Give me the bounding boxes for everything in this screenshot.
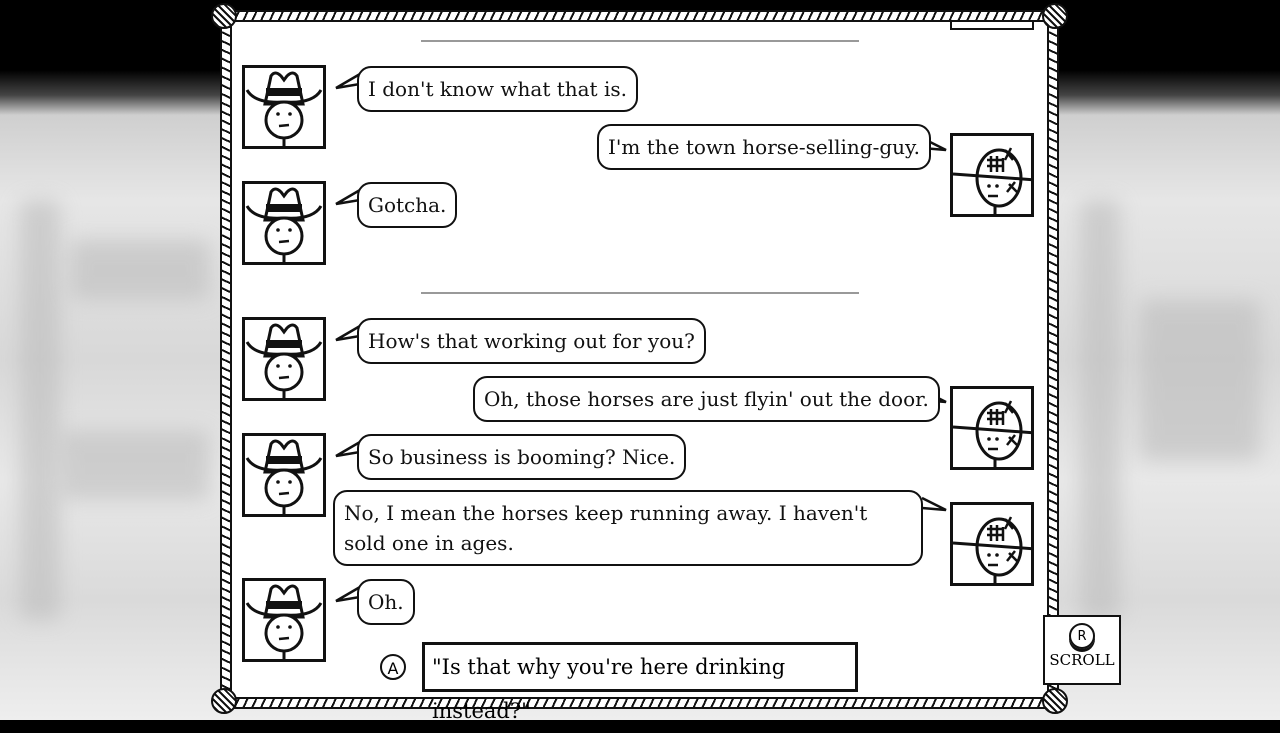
dialogue-bubble: Oh.: [357, 579, 415, 625]
cowboy-avatar-icon: [245, 439, 323, 514]
speech-bubble-tail: [335, 324, 360, 342]
rope-border-right: [1047, 12, 1059, 702]
cowboy-avatar-icon: [245, 187, 323, 262]
dialogue-bubble: I'm the town horse-selling-guy.: [597, 124, 932, 170]
conversation-divider: [421, 292, 859, 294]
cowboy-avatar-icon: [245, 584, 323, 659]
background-scenery: [70, 240, 210, 300]
player-avatar: [242, 317, 326, 401]
rope-knot-icon: [211, 688, 237, 714]
player-avatar: [242, 578, 326, 662]
rope-knot-icon: [1042, 688, 1068, 714]
r-button-icon[interactable]: R: [1069, 623, 1095, 649]
rope-border-top: [222, 10, 1056, 22]
background-scenery: [1080, 200, 1120, 620]
dialogue-bubble: I don't know what that is.: [357, 66, 638, 112]
rope-knot-icon: [1042, 3, 1068, 29]
rope-border-bottom: [222, 697, 1056, 709]
background-scenery: [60, 430, 210, 500]
speech-bubble-tail: [922, 496, 947, 512]
dialogue-bubble: Oh, those horses are just flyin' out the…: [473, 376, 940, 422]
background-scenery: [1140, 300, 1260, 460]
speech-bubble-tail: [335, 72, 360, 90]
dialogue-bubble: No, I mean the horses keep running away.…: [333, 490, 923, 566]
a-button-icon[interactable]: A: [380, 654, 406, 680]
dialogue-bubble: Gotcha.: [357, 182, 458, 228]
player-avatar: [242, 181, 326, 265]
dialogue-bubble: So business is booming? Nice.: [357, 434, 687, 480]
speech-bubble-tail: [335, 585, 360, 603]
horse-seller-avatar-icon: [953, 147, 1031, 214]
rope-border-left: [220, 12, 232, 702]
background-scenery: [20, 200, 60, 620]
npc-avatar: [950, 386, 1034, 470]
player-avatar: [242, 433, 326, 517]
cowboy-avatar-icon: [245, 323, 323, 398]
speech-bubble-tail: [335, 440, 360, 458]
horse-seller-avatar-icon: [953, 400, 1031, 467]
dialogue-bubble: How's that working out for you?: [357, 318, 706, 364]
npc-avatar: [950, 133, 1034, 217]
speech-bubble-tail: [335, 188, 360, 206]
dialogue-choice-option[interactable]: "Is that why you're here drinking instea…: [422, 642, 858, 723]
scroll-prompt[interactable]: R SCROLL: [1043, 615, 1121, 685]
cowboy-avatar-icon: [245, 71, 323, 146]
rope-knot-icon: [211, 3, 237, 29]
npc-avatar: [950, 502, 1034, 586]
player-avatar: [242, 65, 326, 149]
conversation-divider: [421, 40, 859, 42]
scroll-label: SCROLL: [1049, 651, 1115, 669]
horse-seller-avatar-icon: [953, 516, 1031, 583]
